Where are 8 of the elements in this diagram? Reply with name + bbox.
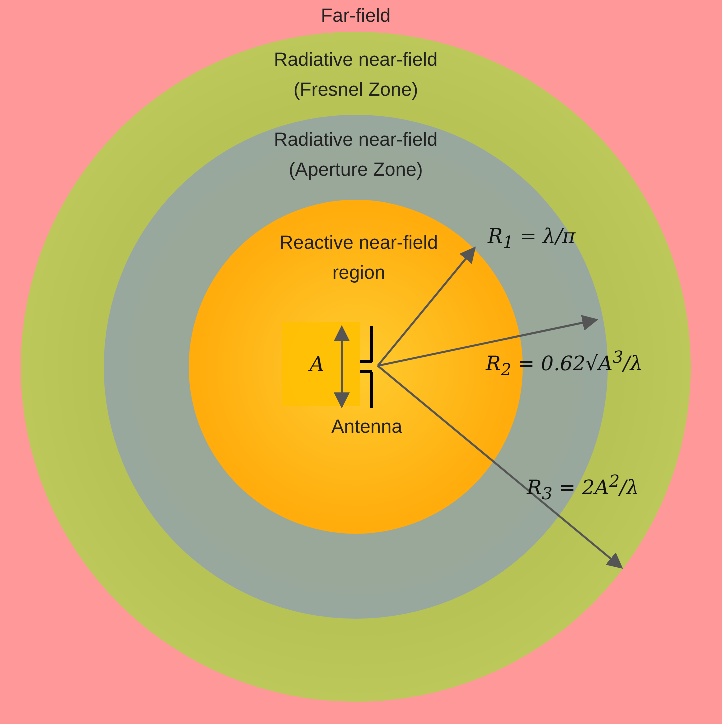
antenna-label: Antenna xyxy=(330,416,404,440)
formula-label: R$_{1}$ = λ/π xyxy=(488,224,576,252)
zone-label: Far-field xyxy=(320,5,392,29)
zone-label: Radiative near-field (Fresnel Zone) xyxy=(273,49,439,103)
zone-label: Reactive near-field region xyxy=(278,232,440,286)
dimension-label: A xyxy=(310,352,324,376)
zone-label: Radiative near-field (Aperture Zone) xyxy=(273,129,439,183)
formula-label: R$_{3}$ = 2A$^{2}$/λ xyxy=(527,472,640,504)
